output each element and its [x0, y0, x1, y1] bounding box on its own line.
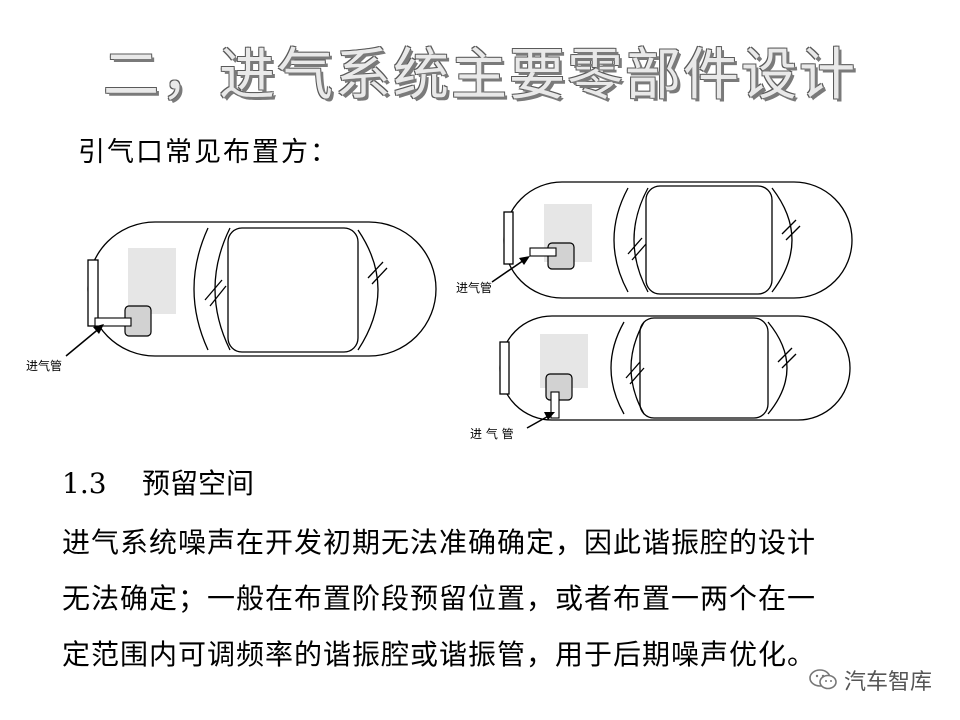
section-heading: 1.3 预留空间	[62, 462, 254, 502]
paragraph-line: 定范围内可调频率的谐振腔或谐振管，用于后期噪声优化。	[62, 638, 817, 671]
slide-title: 二，进气系统主要零部件设计	[103, 43, 857, 108]
body-paragraph: 进气系统噪声在开发初期无法准确确定，因此谐振腔的设计 无法确定；一般在布置阶段预…	[62, 515, 912, 683]
car-top-view-left	[87, 221, 437, 357]
watermark-text: 汽车智库	[843, 670, 932, 695]
paragraph-line: 无法确定；一般在布置阶段预留位置，或者布置一两个在一	[62, 582, 817, 615]
intake-pipe-right-bottom	[550, 391, 560, 419]
leader-arrow-left	[65, 326, 102, 357]
subtitle: 引气口常见布置方：	[78, 137, 339, 168]
section-title: 预留空间	[142, 467, 255, 500]
car-top-view-right-top	[503, 181, 853, 299]
label-intake-pipe-right-bottom: 进 气 管	[470, 426, 514, 441]
leader-arrow-right-top	[491, 257, 528, 283]
arrowhead-right-top	[519, 256, 530, 265]
watermark: 汽车智库	[808, 664, 932, 696]
intake-pipe-left	[94, 317, 132, 327]
section-number: 1.3	[62, 467, 107, 500]
label-intake-pipe-left: 进气管	[26, 358, 62, 373]
air-filter-box-left	[128, 248, 176, 314]
label-intake-pipe-right-top: 进气管	[456, 280, 492, 295]
wechat-icon	[809, 669, 837, 690]
arrowhead-left	[93, 324, 104, 334]
intake-pipe-right-top	[529, 247, 557, 257]
arrowhead-right-bottom	[544, 412, 555, 420]
car-top-view-right-bottom	[499, 315, 851, 421]
paragraph-line: 进气系统噪声在开发初期无法准确确定，因此谐振腔的设计	[62, 526, 817, 559]
